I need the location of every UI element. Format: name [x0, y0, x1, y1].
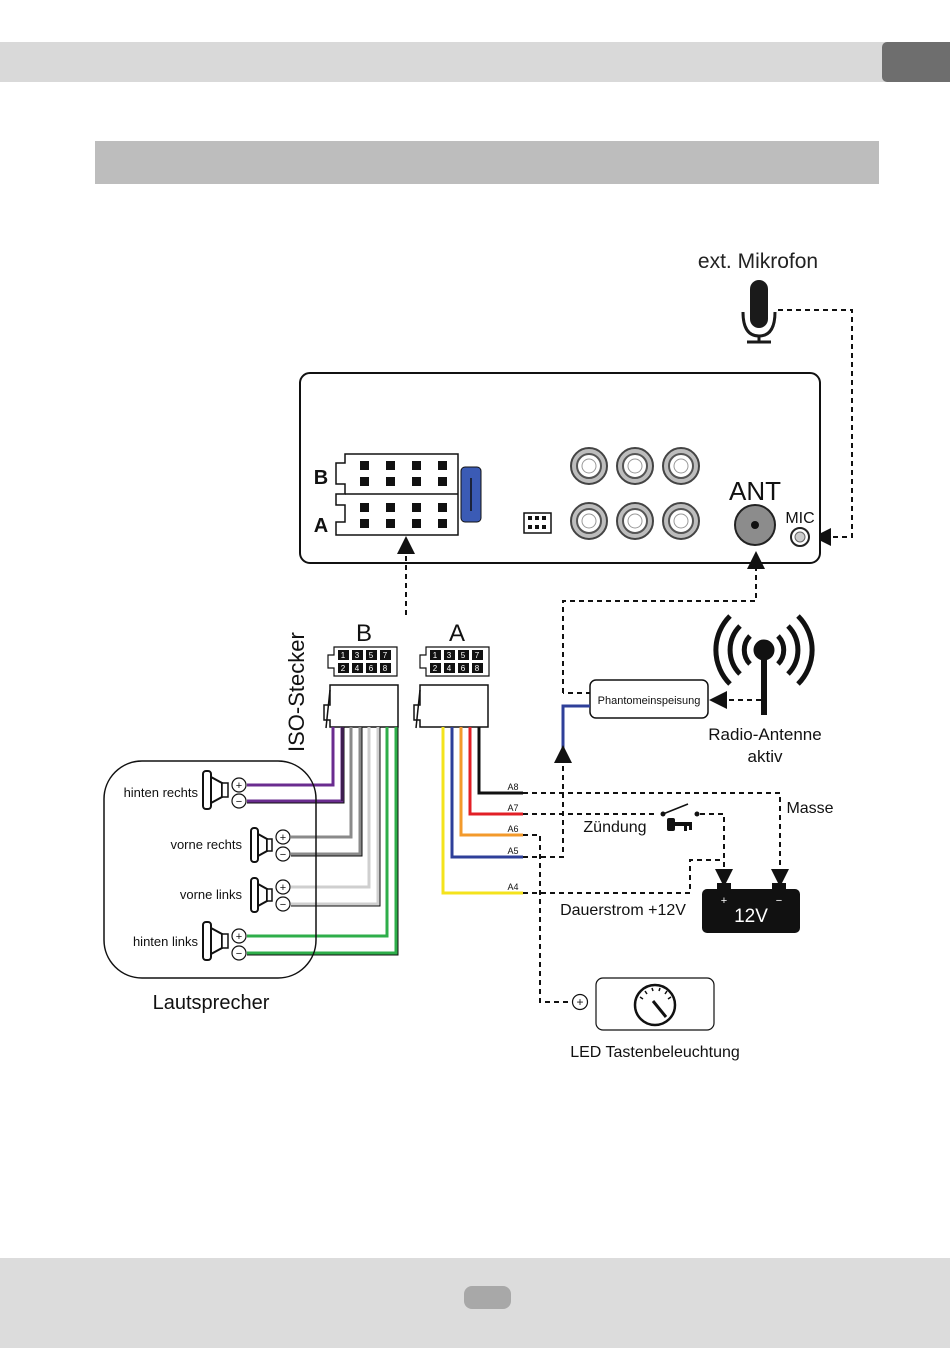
port-a-label: A	[314, 515, 328, 537]
pin-a-1: 1	[433, 651, 438, 660]
zuendung-label: Zündung	[583, 819, 646, 836]
speaker-icon	[203, 771, 228, 809]
led-label: LED Tastenbeleuchtung	[570, 1044, 740, 1061]
ant-label: ANT	[729, 476, 781, 506]
speaker-hinten-rechts: hinten rechts + −	[124, 771, 246, 809]
pin-a-5: 5	[461, 651, 466, 660]
plus-terminal: +	[280, 882, 286, 894]
speaker-icon	[203, 922, 228, 960]
plus-terminal: +	[236, 931, 242, 943]
speaker-label: vorne rechts	[170, 837, 242, 852]
speaker-group-label: Lautsprecher	[153, 992, 270, 1014]
mic-label: ext. Mikrofon	[698, 250, 818, 273]
mic-socket	[791, 528, 809, 546]
speaker-icon	[251, 828, 272, 862]
speaker-label: hinten rechts	[124, 785, 199, 800]
minus-terminal: −	[236, 796, 242, 808]
a5-to-phantom	[523, 754, 563, 857]
wire-a7-label: A7	[507, 803, 518, 813]
pin-b-5: 5	[369, 651, 374, 660]
speaker-vorne-links: vorne links + −	[180, 878, 290, 912]
conn-a-label: A	[449, 620, 465, 647]
wire-a5-label: A5	[507, 846, 518, 856]
wire-a8-label: A8	[507, 782, 518, 792]
port-b-label: B	[314, 467, 328, 489]
led-plus: +	[576, 995, 583, 1009]
battery-label: 12V	[734, 906, 768, 927]
speaker-label: hinten links	[133, 934, 199, 949]
plus-terminal: +	[280, 832, 286, 844]
pin-a-7: 7	[475, 651, 480, 660]
antenna-label-1: Radio-Antenne	[708, 725, 821, 744]
speaker-icon	[251, 878, 272, 912]
minus-terminal: −	[280, 849, 286, 861]
mic-port-label: MIC	[785, 510, 814, 527]
pin-b-3: 3	[355, 651, 360, 660]
page-number-pill	[464, 1286, 511, 1309]
pin-a-2: 2	[433, 664, 438, 673]
pin-b-7: 7	[383, 651, 388, 660]
gauge-icon	[635, 985, 675, 1025]
plus-terminal: +	[236, 780, 242, 792]
pin-a-3: 3	[447, 651, 452, 660]
pin-b-4: 4	[355, 664, 360, 673]
antenna-label-2: aktiv	[748, 747, 783, 766]
key-icon	[667, 818, 692, 831]
ground-cable	[523, 793, 780, 878]
masse-label: Masse	[786, 800, 833, 817]
iso-label: ISO-Stecker	[284, 632, 309, 752]
battery-plus: +	[721, 895, 727, 907]
antenna-cable	[563, 560, 756, 693]
microphone-icon	[743, 280, 775, 342]
battery-minus: −	[776, 895, 782, 907]
speaker-hinten-links: hinten links + −	[133, 922, 246, 960]
sub-connector	[524, 513, 551, 533]
pin-b-2: 2	[341, 664, 346, 673]
wire-a6-label: A6	[507, 824, 518, 834]
phantom-blue-wire	[563, 706, 590, 748]
pin-b-6: 6	[369, 664, 374, 673]
antenna-socket	[735, 505, 775, 545]
pin-b-8: 8	[383, 664, 388, 673]
dauerstrom-label: Dauerstrom +12V	[560, 902, 686, 919]
pin-a-6: 6	[461, 664, 466, 673]
ignition-cable-2	[700, 814, 724, 878]
minus-terminal: −	[280, 899, 286, 911]
conn-b-label: B	[356, 620, 372, 647]
pin-a-8: 8	[475, 664, 480, 673]
plug-a	[414, 685, 488, 728]
plug-b	[324, 685, 398, 728]
ignition-switch-icon	[660, 804, 700, 817]
minus-terminal: −	[236, 948, 242, 960]
speaker-vorne-rechts: vorne rechts + −	[170, 828, 290, 862]
wire-a4-label: A4	[507, 882, 518, 892]
pin-a-4: 4	[447, 664, 452, 673]
speaker-label: vorne links	[180, 887, 243, 902]
pin-b-1: 1	[341, 651, 346, 660]
phantom-label: Phantomeinspeisung	[598, 695, 701, 707]
constant-power-cable	[523, 860, 724, 893]
